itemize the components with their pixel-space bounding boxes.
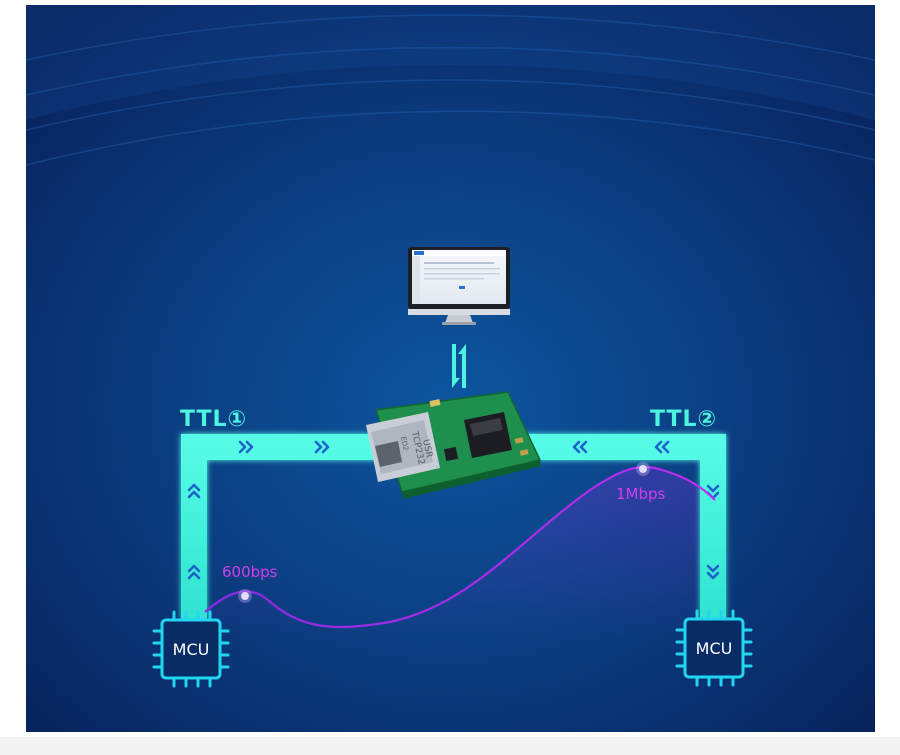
rate-low-label: 600bps: [222, 563, 278, 581]
rate-point-high: [636, 462, 650, 476]
ttl-pipe-left: [181, 434, 378, 620]
mcu-left-chip-icon: [152, 610, 230, 688]
arc-highlight: [26, 5, 875, 120]
ttl2-label: TTL②: [650, 407, 717, 432]
mcu-right-chip-icon: [675, 609, 753, 687]
monitor-icon: [408, 247, 510, 325]
decorative-arcs: [25, 14, 876, 166]
rate-point-low: [238, 589, 252, 603]
bidirectional-arrow-icon: [452, 344, 466, 388]
module-variant-label: ED2: [399, 436, 410, 452]
chevrons-right: [572, 440, 720, 580]
rate-high-label: 1Mbps: [616, 485, 666, 503]
serial-server-module: [366, 391, 542, 499]
ttl1-label: TTL①: [180, 407, 247, 432]
chevrons-left: [187, 440, 330, 580]
mcu-left-label: MCU: [173, 640, 210, 659]
mcu-right-label: MCU: [696, 639, 733, 658]
module-brand-label: USR: [420, 439, 434, 459]
rate-curve-fill: [205, 466, 715, 640]
bottom-strip: [0, 737, 900, 755]
rate-curve: [204, 465, 716, 629]
